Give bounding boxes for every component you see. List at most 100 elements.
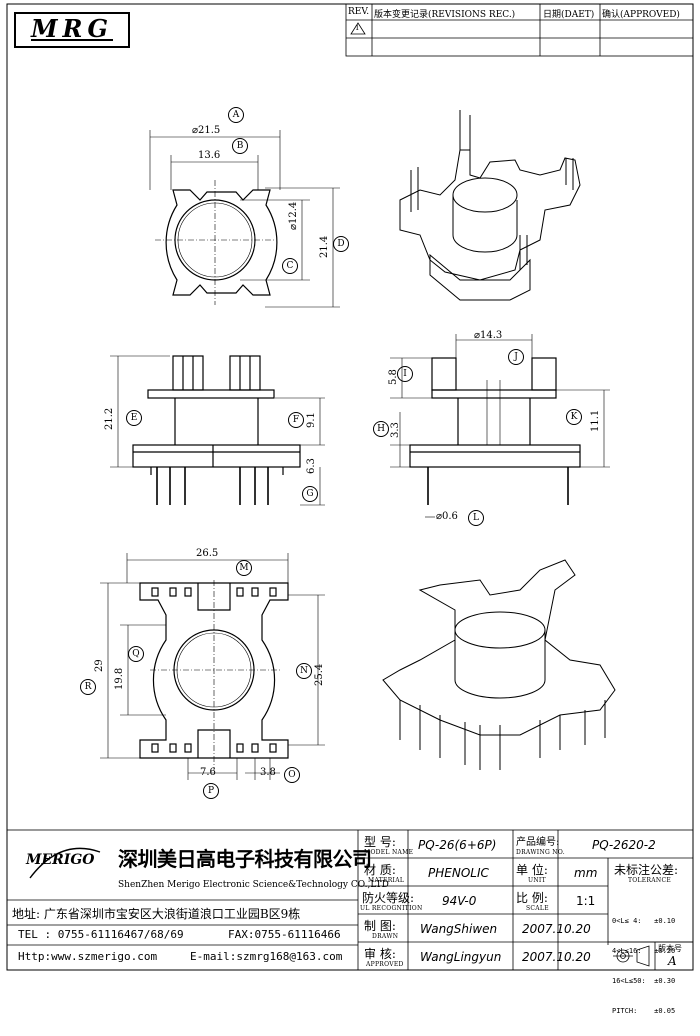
material-sublabel: MATERIAL bbox=[368, 877, 405, 884]
drawn-value: WangShiwen bbox=[420, 922, 498, 936]
dim-m-tag: M bbox=[236, 560, 252, 576]
dim-k-value: 11.1 bbox=[590, 409, 601, 432]
dim-e-tag: E bbox=[126, 410, 142, 426]
drawing-no-label: 产品编号: bbox=[516, 837, 560, 848]
dim-i-value: 5.8 bbox=[388, 369, 399, 385]
dim-l-tag: L bbox=[468, 510, 484, 526]
front-view-dims bbox=[110, 355, 325, 506]
tolerance-label: 未标注公差: bbox=[614, 863, 679, 877]
company-email: E-mail:szmrg168@163.com bbox=[190, 950, 343, 963]
dim-g-value: 6.3 bbox=[306, 458, 317, 474]
version-value: A bbox=[668, 954, 677, 968]
front-view bbox=[132, 355, 301, 475]
tolerance-list: 0<L≤ 4: ±0.10 4<L≤16: ±0.20 16<L≤50: ±0.… bbox=[612, 896, 675, 1036]
side-view bbox=[409, 357, 581, 468]
approved-label: 审 核: bbox=[364, 947, 396, 961]
dim-r-value: 29 bbox=[94, 659, 105, 672]
dim-b-tag: B bbox=[232, 138, 248, 154]
dim-g-tag: G bbox=[302, 486, 318, 502]
dim-q-tag: Q bbox=[128, 646, 144, 662]
tolerance-line: 0<L≤ 4: ±0.10 bbox=[612, 917, 676, 925]
revision-triangle-icon bbox=[350, 22, 366, 35]
flame-label: 防火等级: bbox=[362, 891, 415, 905]
model-sublabel: MODEL NAME bbox=[364, 849, 414, 856]
approved-column-header: 确认(APPROVED) bbox=[602, 10, 680, 20]
company-website: Http:www.szmerigo.com bbox=[18, 950, 158, 963]
iso-view-bottom bbox=[382, 559, 616, 770]
version-label: 版本号 bbox=[658, 944, 682, 953]
dim-p-tag: P bbox=[203, 783, 219, 799]
tolerance-line: 4<L≤16: ±0.20 bbox=[612, 947, 676, 955]
dim-k-tag: K bbox=[566, 409, 582, 425]
unit-value: mm bbox=[574, 866, 598, 880]
material-value: PHENOLIC bbox=[428, 866, 489, 880]
company-name-cn: 深圳美日高电子科技有限公司 bbox=[118, 847, 372, 871]
unit-sublabel: UNIT bbox=[528, 877, 546, 884]
company-address: 地址: 广东省深圳市宝安区大浪街道浪口工业园B区9栋 bbox=[12, 907, 301, 921]
drawing-no-sublabel: DRAWING NO. bbox=[516, 849, 565, 856]
dim-d-value: 21.4 bbox=[319, 235, 330, 258]
material-label: 材 质: bbox=[364, 863, 396, 877]
drawn-label: 制 图: bbox=[364, 919, 396, 933]
dim-b-value: 13.6 bbox=[198, 150, 221, 161]
rev-mark: 1 bbox=[355, 24, 360, 32]
dim-r-tag: R bbox=[80, 679, 96, 695]
scale-label: 比 例: bbox=[516, 891, 548, 905]
bottom-view-dims bbox=[100, 553, 325, 780]
company-name-en: ShenZhen Merigo Electronic Science&Techn… bbox=[118, 880, 389, 890]
approved-value: WangLingyun bbox=[420, 950, 502, 964]
dim-o-tag: O bbox=[284, 767, 300, 783]
front-view-pins bbox=[156, 467, 269, 505]
sheet-border bbox=[6, 3, 694, 971]
dim-d-tag: D bbox=[333, 236, 349, 252]
dim-c-value: ⌀12.4 bbox=[288, 201, 299, 230]
revision-table bbox=[345, 3, 694, 57]
merigo-logo-icon bbox=[29, 847, 101, 879]
company-tel: TEL : 0755-61116467/68/69 bbox=[18, 928, 184, 941]
drawn-date: 2007.10.20 bbox=[522, 922, 591, 936]
dim-j-tag: J bbox=[508, 349, 524, 365]
model-value: PQ-26(6+6P) bbox=[418, 838, 497, 852]
dim-o-value: 3.8 bbox=[260, 767, 276, 778]
tolerance-sublabel: TOLERANCE bbox=[628, 877, 672, 884]
scale-value: 1:1 bbox=[576, 894, 596, 908]
flame-value: 94V-0 bbox=[442, 894, 477, 908]
side-view-dims bbox=[390, 334, 610, 518]
dim-h-value: 3.3 bbox=[390, 422, 401, 438]
company-fax: FAX:0755-61116466 bbox=[228, 928, 341, 941]
dim-c-tag: C bbox=[282, 258, 298, 274]
approved-date: 2007.10.20 bbox=[522, 950, 591, 964]
dim-n-value: 25.4 bbox=[314, 663, 325, 686]
dim-f-tag: F bbox=[288, 412, 304, 428]
approved-sublabel: APPROVED bbox=[366, 961, 404, 968]
dim-a-tag: A bbox=[228, 107, 244, 123]
date-column-header: 日期(DAET) bbox=[543, 10, 595, 20]
tolerance-line: PITCH: ±0.05 bbox=[612, 1007, 676, 1015]
scale-sublabel: SCALE bbox=[526, 905, 549, 912]
rev-column-header: REV. bbox=[348, 7, 370, 17]
projection-symbol-icon bbox=[613, 945, 650, 967]
unit-label: 单 位: bbox=[516, 863, 548, 877]
dim-m-value: 26.5 bbox=[196, 548, 219, 559]
flame-sublabel: UL RECOGNITION bbox=[360, 905, 423, 912]
dim-h-tag: H bbox=[373, 421, 389, 437]
model-label: 型 号: bbox=[364, 835, 396, 849]
drawn-sublabel: DRAWN bbox=[372, 933, 399, 940]
mrg-logo: MRG bbox=[14, 12, 130, 48]
dim-n-tag: N bbox=[296, 663, 312, 679]
dim-p-value: 7.6 bbox=[200, 767, 216, 778]
title-block-grid bbox=[6, 829, 694, 971]
rev-record-header: 版本变更记录(REVISIONS REC.) bbox=[374, 10, 516, 20]
dim-a-value: ⌀21.5 bbox=[192, 125, 221, 136]
dim-q-value: 19.8 bbox=[114, 667, 125, 690]
dim-f-value: 9.1 bbox=[306, 412, 317, 428]
iso-view-top bbox=[399, 110, 581, 301]
top-view bbox=[165, 189, 278, 296]
tolerance-line: 16<L≤50: ±0.30 bbox=[612, 977, 676, 985]
side-view-pins bbox=[427, 467, 569, 505]
company-logo-text: MERIGO bbox=[26, 852, 95, 868]
dim-l-value: ⌀0.6 bbox=[436, 511, 458, 522]
dim-i-tag: I bbox=[397, 366, 413, 382]
drawing-sheet bbox=[6, 3, 694, 971]
dim-e-value: 21.2 bbox=[104, 407, 115, 430]
